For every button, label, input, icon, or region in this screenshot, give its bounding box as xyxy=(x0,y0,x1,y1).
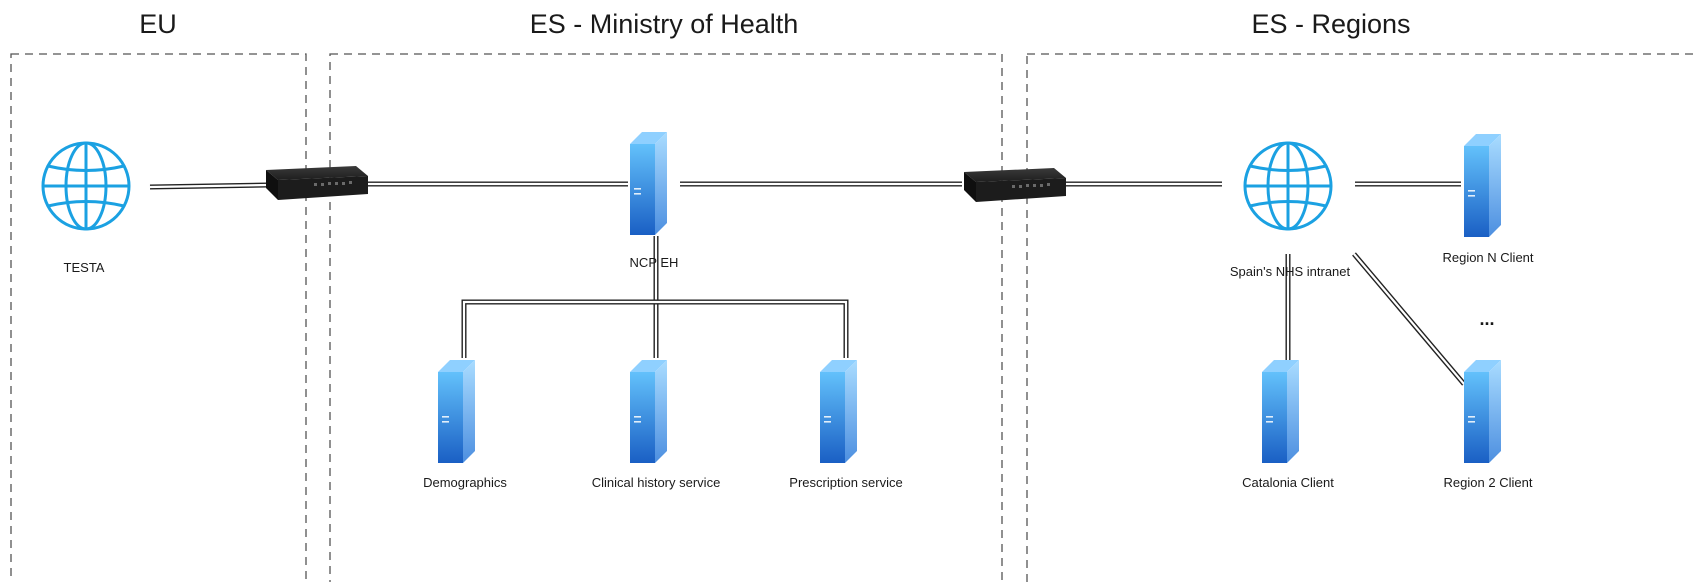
router-icon-eu xyxy=(266,166,368,200)
eu-zone xyxy=(10,53,307,582)
label-clinical: Clinical history service xyxy=(592,475,721,490)
regions-zone xyxy=(1026,53,1698,582)
catalonia-server-icon xyxy=(1262,360,1299,463)
link-ncp-branches xyxy=(461,299,849,358)
label-demographics: Demographics xyxy=(423,475,507,490)
ministry-zone xyxy=(329,53,1003,582)
zone-title-ministry: ES - Ministry of Health xyxy=(530,9,799,39)
label-intranet: Spain's NHS intranet xyxy=(1230,264,1351,279)
label-region2: Region 2 Client xyxy=(1444,475,1533,490)
intranet-globe-icon xyxy=(1243,141,1333,231)
region2-server-icon xyxy=(1464,360,1501,463)
label-ellipsis: ... xyxy=(1479,309,1494,329)
label-catalonia: Catalonia Client xyxy=(1242,475,1334,490)
label-prescription: Prescription service xyxy=(789,475,902,490)
router-icon-regions xyxy=(964,168,1066,202)
label-regionN: Region N Client xyxy=(1442,250,1533,265)
clinical-server-icon xyxy=(630,360,667,463)
link-testa-router1 xyxy=(149,182,269,190)
zone-title-eu: EU xyxy=(139,9,177,39)
label-testa: TESTA xyxy=(64,260,105,275)
ncp-server-icon xyxy=(630,132,667,235)
regionN-server-icon xyxy=(1464,134,1501,237)
label-ncp: NCP EH xyxy=(630,255,679,270)
links xyxy=(149,181,1466,386)
prescription-server-icon xyxy=(820,360,857,463)
zone-title-regions: ES - Regions xyxy=(1251,9,1410,39)
link-intranet-region2 xyxy=(1352,252,1466,386)
demographics-server-icon xyxy=(438,360,475,463)
testa-globe-icon xyxy=(41,141,131,231)
